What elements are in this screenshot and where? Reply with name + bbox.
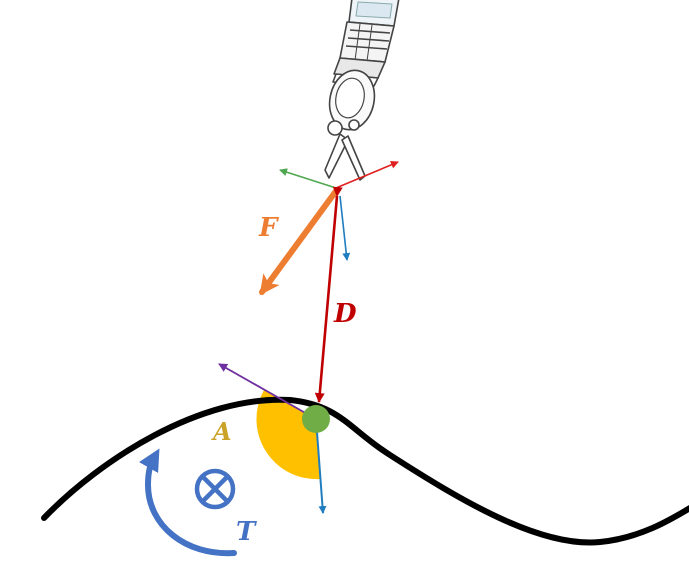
- tool-z-axis: [339, 195, 351, 261]
- distance-arrow: [314, 186, 343, 403]
- surface-tangent-arrow: [218, 363, 317, 420]
- torque-label: T: [236, 517, 257, 547]
- into-page-circle-cross-icon: [194, 468, 236, 510]
- distance-label: D: [333, 299, 357, 329]
- tool-x-axis: [335, 161, 399, 189]
- tool-y-axis: [279, 168, 337, 189]
- contact-point: [302, 405, 330, 433]
- tissue-surface-curve: [41, 396, 689, 546]
- angle-sector: [256, 390, 320, 480]
- surgical-grasper-icon: [324, 0, 400, 181]
- force-label: F: [258, 213, 279, 243]
- surface-normal-arrow: [315, 418, 327, 514]
- torque-arc-arrow: [138, 448, 237, 557]
- angle-label: A: [211, 417, 232, 446]
